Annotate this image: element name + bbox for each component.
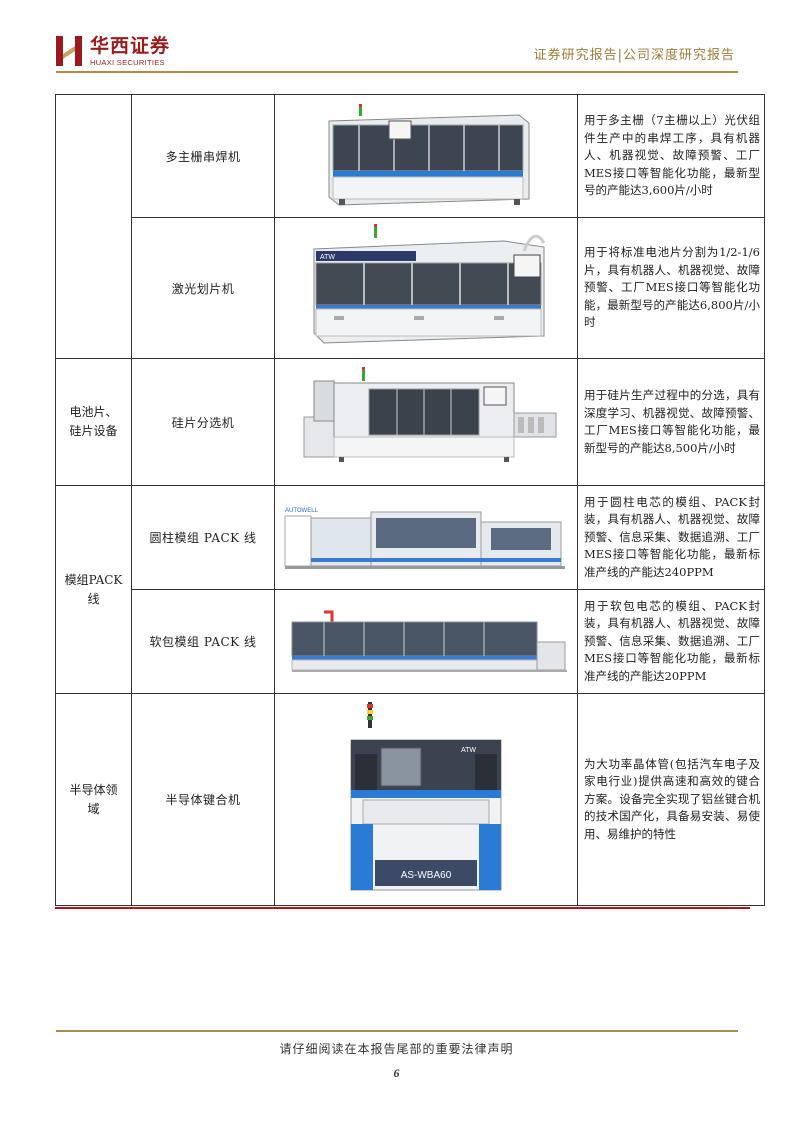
table-row: 激光划片机 ATW 用于将标准电池片分割为1/2-1/6片，具有机器人、机器视觉… <box>56 217 765 359</box>
wire-bonder-machine-image: ATW AS-WBA60 <box>350 701 502 890</box>
brand: 华西证券 HUAXI SECURITIES <box>90 36 170 67</box>
bonder-brand-label: ATW <box>461 747 476 754</box>
table-row: 半导体领域 半导体键合机 ATW AS-WBA60 为大功率晶体管(包括汽车电子… <box>55 693 765 906</box>
table-bottom-rule <box>55 907 750 909</box>
brand-name-en: HUAXI SECURITIES <box>90 58 165 67</box>
header-divider <box>56 71 738 73</box>
brand-name-cn: 华西证券 <box>90 35 171 57</box>
laser-scribing-machine-image: ATW <box>313 223 545 344</box>
category-cell <box>55 94 132 359</box>
product-description: 用于硅片生产过程中的分选，具有深度学习、机器视觉、故障预警、工厂MES接口等智能… <box>577 358 765 486</box>
product-image: ATW AS-WBA60 <box>274 693 578 906</box>
pouch-pack-line-image <box>291 610 567 672</box>
product-description: 用于圆柱电芯的模组、PACK封装，具有机器人、机器视觉、故障预警、信息采集、数据… <box>577 485 765 590</box>
legal-notice: 请仔细阅读在本报告尾部的重要法律声明 <box>279 1042 514 1056</box>
product-image <box>274 94 578 218</box>
product-description: 用于多主栅（7主栅以上）光伏组件生产中的串焊工序，具有机器人、机器视觉、故障预警… <box>577 94 765 218</box>
huaxi-logo-icon <box>56 36 82 66</box>
category-cell: 电池片、硅片设备 <box>55 358 132 486</box>
laser-brand-label: ATW <box>320 254 335 261</box>
product-name: 圆柱模组 PACK 线 <box>131 485 275 590</box>
product-description: 用于软包电芯的模组、PACK封装，具有机器人、机器视觉、故障预警、信息采集、数据… <box>577 589 765 694</box>
category-cell: 半导体领域 <box>55 693 132 906</box>
pack-brand-label: AUTOWELL <box>285 508 319 514</box>
table-row: 软包模组 PACK 线 用于软包电芯的模组、PACK封装，具有机器人、机器视觉、… <box>56 589 765 694</box>
product-name: 硅片分选机 <box>131 358 275 486</box>
table-row: 模组PACK线 圆柱模组 PACK 线 AUTOWELL 用于圆柱电芯的模组、P… <box>55 485 765 694</box>
cylinder-pack-line-image: AUTOWELL <box>284 508 565 569</box>
table-row: 电池片、硅片设备 硅片分选机 用于硅片生产过程中的分选，具有深度学习、机器视觉、… <box>55 358 765 486</box>
footer-divider <box>56 1030 738 1032</box>
product-description: 用于将标准电池片分割为1/2-1/6片，具有机器人、机器视觉、故障预警、工厂ME… <box>577 217 765 359</box>
wafer-sorter-machine-image <box>303 367 556 462</box>
product-image: ATW <box>274 217 578 359</box>
category-cell: 模组PACK线 <box>55 485 132 694</box>
product-image: AUTOWELL <box>274 485 578 590</box>
product-table: 多主栅串焊机 用于多主栅（7主栅以上）光伏组件生产中的串焊工序，具有机器人、机器… <box>55 94 765 906</box>
product-description: 为大功率晶体管(包括汽车电子及家电行业)提供高速和高效的键合方案。设备完全实现了… <box>577 693 765 906</box>
table-row: 多主栅串焊机 用于多主栅（7主栅以上）光伏组件生产中的串焊工序，具有机器人、机器… <box>55 94 765 359</box>
product-name: 半导体键合机 <box>131 693 275 906</box>
stringer-machine-image <box>328 104 529 206</box>
product-name: 多主栅串焊机 <box>131 94 275 218</box>
product-name: 软包模组 PACK 线 <box>131 589 275 694</box>
page-number: 6 <box>393 1066 400 1080</box>
product-image <box>274 589 578 694</box>
product-name: 激光划片机 <box>131 217 275 359</box>
product-image <box>274 358 578 486</box>
page-header: 华西证券 HUAXI SECURITIES 证券研究报告|公司深度研究报告 <box>0 0 793 75</box>
bonder-model-label: AS-WBA60 <box>401 870 452 881</box>
report-type: 证券研究报告|公司深度研究报告 <box>533 48 735 63</box>
